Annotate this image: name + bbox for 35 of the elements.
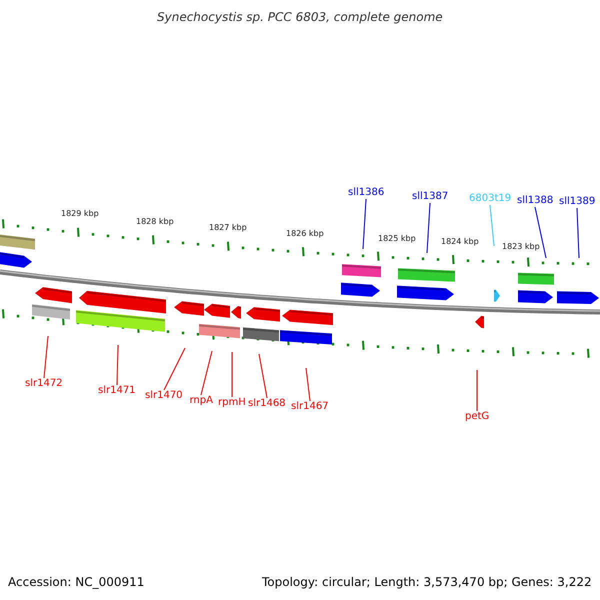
leader-line	[44, 336, 48, 378]
footer-note: Topology: circular; Length: 3,573,470 bp; Genes: 3,222	[262, 576, 592, 588]
leader-line	[426, 202, 430, 254]
gene-label: sll1386	[348, 187, 384, 199]
diagram-title: Synechocystis sp. PCC 6803, complete genome	[157, 11, 443, 23]
gene-label: petG	[465, 411, 490, 423]
gene-label: rpmH	[218, 397, 246, 409]
gene-label: slr1467	[291, 401, 329, 413]
leader-line	[200, 350, 212, 396]
leader-line	[476, 370, 478, 412]
leader-line	[576, 208, 580, 258]
gene-label: slr1470	[145, 390, 183, 402]
scale-label: 1823 kbp	[502, 243, 540, 251]
gene-label: sll1387	[412, 191, 448, 203]
scale-label: 1829 kbp	[61, 210, 99, 218]
footer-note: Accession: NC_000911	[8, 576, 144, 588]
scale-label: 1827 kbp	[209, 224, 247, 232]
gene-label: slr1472	[25, 378, 63, 390]
gene-label: sll1389	[559, 196, 596, 208]
leader-line	[534, 206, 546, 258]
scale-label: 1825 kbp	[378, 235, 416, 243]
leader-line	[490, 204, 494, 246]
scale-label: 1826 kbp	[286, 230, 324, 238]
leader-line	[164, 348, 186, 390]
scale-label: 1824 kbp	[441, 238, 479, 246]
gene-label: slr1471	[98, 385, 136, 397]
leader-line	[116, 344, 118, 386]
gene-label: 6803t19	[469, 193, 512, 205]
gene-label: rnpA	[190, 395, 213, 407]
gene-label: slr1468	[248, 398, 286, 410]
leader-line	[362, 198, 366, 250]
leader-line	[258, 354, 268, 398]
gene-label: sll1388	[517, 195, 554, 207]
scale-label: 1828 kbp	[136, 218, 174, 226]
leader-line	[306, 368, 310, 402]
